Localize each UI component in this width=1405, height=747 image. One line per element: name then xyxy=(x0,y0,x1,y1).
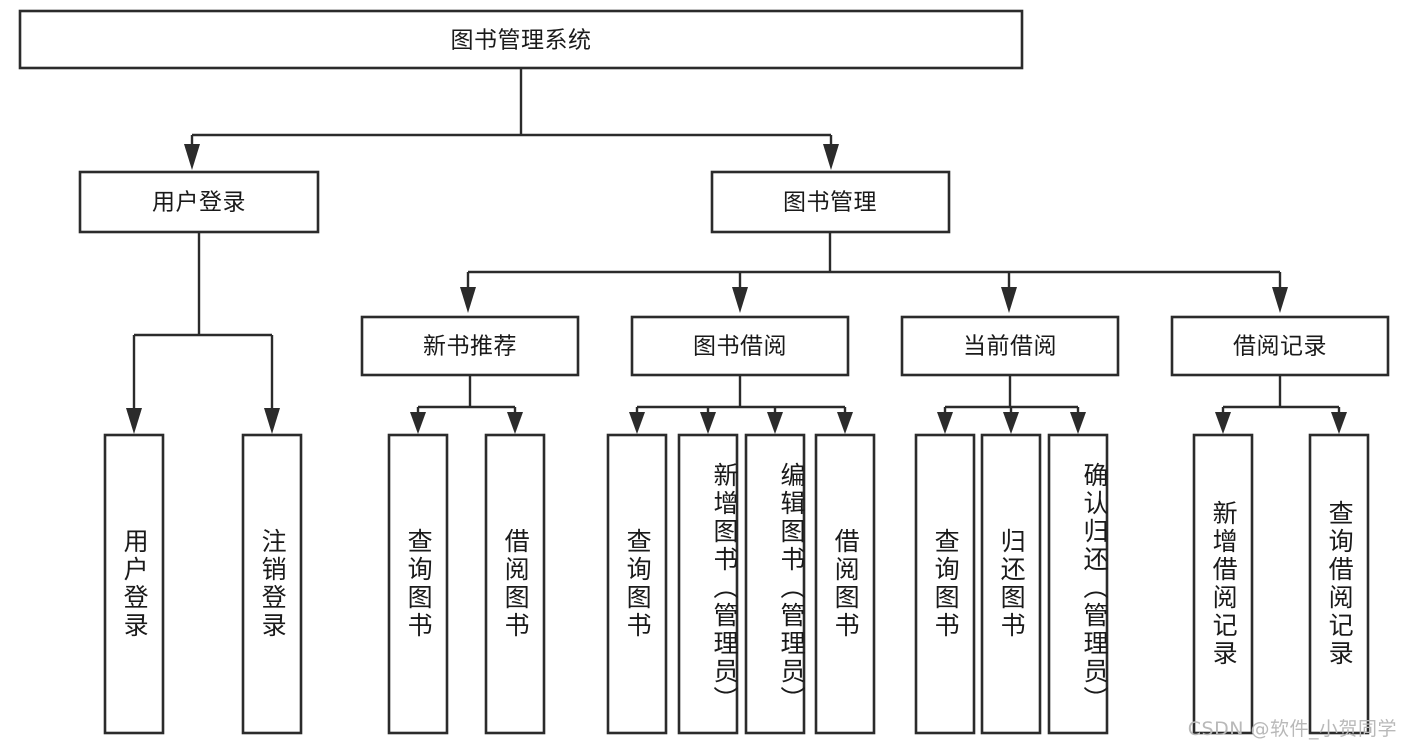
arrow-head-icon xyxy=(767,412,783,434)
connector-current-borrow-to-leaves xyxy=(937,375,1086,434)
arrow-head-icon xyxy=(1003,412,1019,434)
arrow-head-icon xyxy=(1215,412,1231,434)
node-new-book-recommend-box xyxy=(360,315,580,377)
leaf-box-borrow-book[interactable] xyxy=(814,433,876,735)
arrow-head-icon xyxy=(264,408,280,434)
node-book-management-label: 图书管理 xyxy=(783,190,877,216)
arrow-head-icon xyxy=(629,412,645,434)
node-new-book-recommend[interactable]: 新书推荐 xyxy=(360,315,580,377)
node-new-book-recommend-label: 新书推荐 xyxy=(423,334,517,360)
arrow-head-icon xyxy=(410,412,426,434)
leaf-box-add-borrow-record[interactable] xyxy=(1192,433,1254,735)
node-user-login[interactable]: 用户登录 xyxy=(78,170,320,234)
node-current-borrow[interactable]: 当前借阅 xyxy=(900,315,1120,377)
leaf-box-logout[interactable] xyxy=(241,433,303,735)
arrow-head-icon xyxy=(460,287,476,313)
leaf-box-return-book[interactable] xyxy=(980,433,1042,735)
node-book-management[interactable]: 图书管理 xyxy=(710,170,951,234)
leaf-box-edit-book-admin[interactable] xyxy=(744,433,806,735)
arrow-head-icon xyxy=(700,412,716,434)
arrow-head-icon xyxy=(732,287,748,313)
leaf-box-query-borrow-record[interactable] xyxy=(1308,433,1370,735)
node-root-system-label: 图书管理系统 xyxy=(451,28,592,54)
connector-book-management-to-level3 xyxy=(460,232,1288,313)
arrow-head-icon xyxy=(126,408,142,434)
arrow-head-icon xyxy=(507,412,523,434)
node-user-login-label: 用户登录 xyxy=(152,190,246,216)
node-current-borrow-label: 当前借阅 xyxy=(963,334,1057,360)
arrow-head-icon xyxy=(1070,412,1086,434)
node-root-system-box xyxy=(18,9,1024,70)
arrow-head-icon xyxy=(184,144,200,170)
node-borrow-record-label: 借阅记录 xyxy=(1233,334,1327,360)
leaf-box-borrow-book-rec[interactable] xyxy=(484,433,546,735)
arrow-head-icon xyxy=(1272,287,1288,313)
node-user-login-box xyxy=(78,170,320,234)
node-book-borrow[interactable]: 图书借阅 xyxy=(630,315,850,377)
arrow-head-icon xyxy=(1001,287,1017,313)
arrow-head-icon xyxy=(837,412,853,434)
connector-borrow-record-to-leaves xyxy=(1215,375,1347,434)
connector-book-borrow-to-leaves xyxy=(629,375,853,434)
connector-new-book-recommend-to-leaves xyxy=(410,375,523,434)
arrow-head-icon xyxy=(937,412,953,434)
node-book-borrow-label: 图书借阅 xyxy=(693,334,787,360)
node-borrow-record[interactable]: 借阅记录 xyxy=(1170,315,1390,377)
arrow-head-icon xyxy=(823,144,839,170)
csdn-watermark: CSDN @软件_小贺同学 xyxy=(1187,718,1397,740)
connector-user-login-to-leaves xyxy=(126,232,280,434)
leaf-box-user-login[interactable] xyxy=(103,433,165,735)
node-current-borrow-box xyxy=(900,315,1120,377)
leaf-box-query-book-borrow[interactable] xyxy=(606,433,668,735)
leaf-box-query-book-rec[interactable] xyxy=(387,433,449,735)
arrow-head-icon xyxy=(1331,412,1347,434)
node-root-system[interactable]: 图书管理系统 xyxy=(18,9,1024,70)
leaf-box-query-book-current[interactable] xyxy=(914,433,976,735)
connector-root-to-level2 xyxy=(184,68,839,170)
leaf-box-add-book-admin[interactable] xyxy=(677,433,739,735)
leaf-box-confirm-return-admin[interactable] xyxy=(1047,433,1109,735)
